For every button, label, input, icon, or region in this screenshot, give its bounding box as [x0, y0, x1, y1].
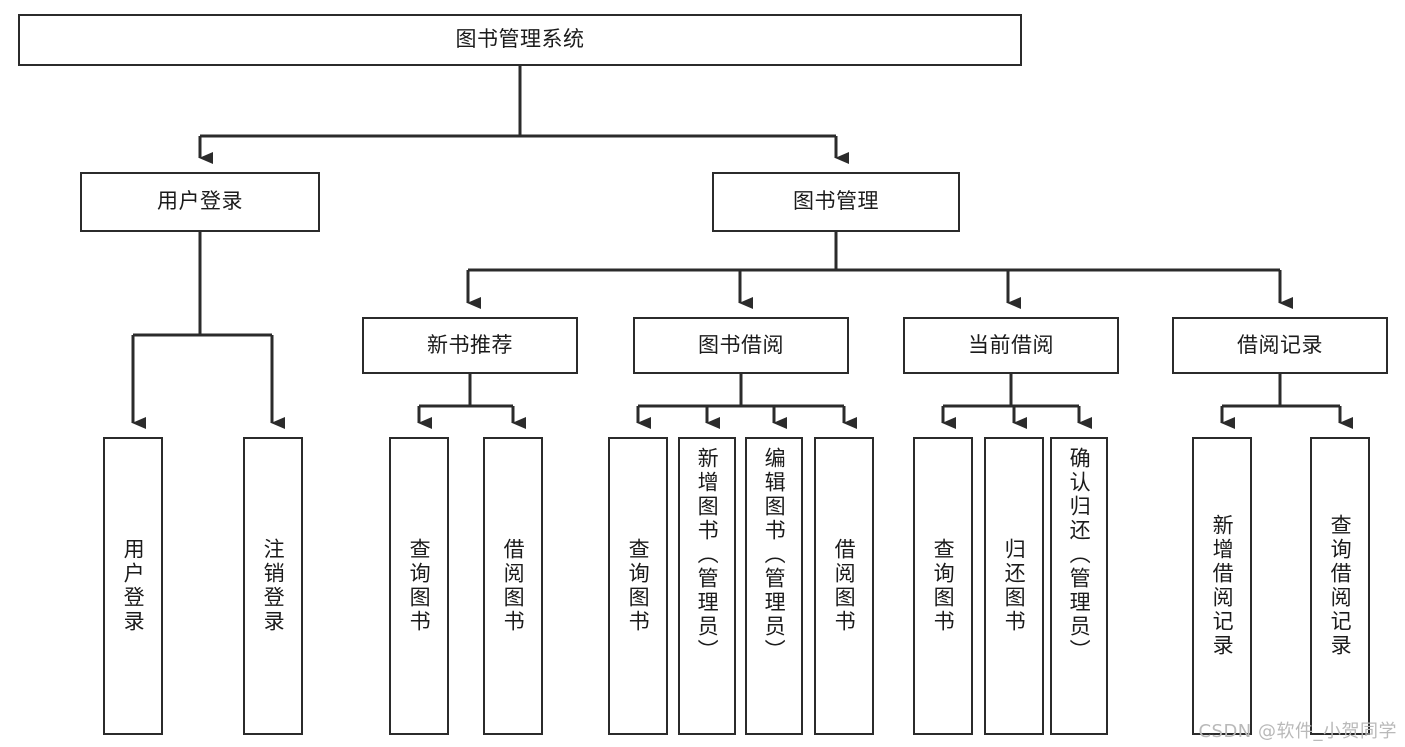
watermark-text: CSDN @软件_小贺同学 [1198, 721, 1397, 742]
node-leaf-query-book-2[interactable]: 查询图书 [608, 437, 668, 735]
node-new-book-rec[interactable]: 新书推荐 [362, 317, 578, 374]
node-root[interactable]: 图书管理系统 [18, 14, 1022, 66]
node-leaf-borrow-book-2[interactable]: 借阅图书 [814, 437, 874, 735]
node-current-borrow[interactable]: 当前借阅 [903, 317, 1119, 374]
node-user-login[interactable]: 用户登录 [80, 172, 320, 232]
node-current-borrow-label: 当前借阅 [968, 332, 1054, 357]
node-book-borrow[interactable]: 图书借阅 [633, 317, 849, 374]
node-user-login-label: 用户登录 [157, 189, 243, 214]
node-leaf-borrow-book-2-label: 借阅图书 [832, 538, 857, 634]
node-book-manage-label: 图书管理 [793, 189, 879, 214]
node-leaf-add-book-admin[interactable]: 新增图书（管理员） [678, 437, 736, 735]
node-leaf-edit-book-admin-label: 编辑图书（管理员） [762, 447, 787, 663]
node-leaf-borrow-book-1-label: 借阅图书 [501, 538, 526, 634]
node-book-manage[interactable]: 图书管理 [712, 172, 960, 232]
node-leaf-borrow-book-1[interactable]: 借阅图书 [483, 437, 543, 735]
node-new-book-rec-label: 新书推荐 [427, 332, 513, 357]
node-leaf-query-book-1-label: 查询图书 [407, 538, 432, 634]
node-leaf-query-borrow-record-label: 查询借阅记录 [1328, 514, 1353, 658]
node-leaf-return-book[interactable]: 归还图书 [984, 437, 1044, 735]
node-leaf-edit-book-admin[interactable]: 编辑图书（管理员） [745, 437, 803, 735]
node-root-label: 图书管理系统 [455, 27, 585, 52]
node-leaf-query-book-3-label: 查询图书 [931, 538, 956, 634]
node-leaf-confirm-return-admin[interactable]: 确认归还（管理员） [1050, 437, 1108, 735]
node-leaf-query-book-1[interactable]: 查询图书 [389, 437, 449, 735]
node-borrow-record-label: 借阅记录 [1237, 332, 1323, 357]
node-leaf-query-book-2-label: 查询图书 [626, 538, 651, 634]
node-leaf-add-borrow-record-label: 新增借阅记录 [1210, 514, 1235, 658]
node-leaf-return-book-label: 归还图书 [1002, 538, 1027, 634]
node-leaf-logout[interactable]: 注销登录 [243, 437, 303, 735]
node-leaf-confirm-return-admin-label: 确认归还（管理员） [1067, 447, 1092, 663]
node-leaf-logout-label: 注销登录 [261, 538, 286, 634]
node-leaf-query-borrow-record[interactable]: 查询借阅记录 [1310, 437, 1370, 735]
node-leaf-user-login[interactable]: 用户登录 [103, 437, 163, 735]
node-borrow-record[interactable]: 借阅记录 [1172, 317, 1388, 374]
node-leaf-add-borrow-record[interactable]: 新增借阅记录 [1192, 437, 1252, 735]
node-leaf-user-login-label: 用户登录 [121, 538, 146, 634]
node-leaf-add-book-admin-label: 新增图书（管理员） [695, 447, 720, 663]
node-book-borrow-label: 图书借阅 [698, 332, 784, 357]
node-leaf-query-book-3[interactable]: 查询图书 [913, 437, 973, 735]
